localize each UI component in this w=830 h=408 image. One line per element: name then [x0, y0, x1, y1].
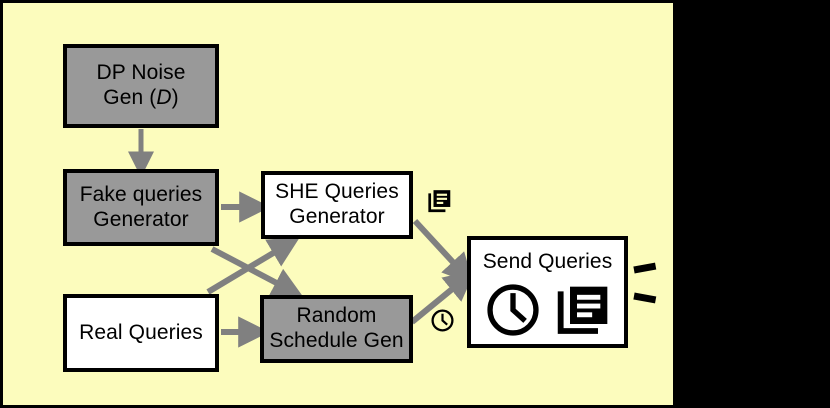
- node-she-queries-generator-line2: Generator: [289, 205, 385, 228]
- documents-icon: [557, 286, 607, 334]
- node-dp-noise-gen-line2-suffix: ): [171, 86, 179, 109]
- node-dp-noise-gen[interactable]: DP Noise Gen (D): [63, 44, 219, 128]
- node-she-queries-generator[interactable]: SHE Queries Generator: [261, 171, 413, 239]
- clock-icon-schedule-output: [430, 308, 455, 333]
- node-random-schedule-gen-line2: Schedule Gen: [269, 329, 404, 352]
- node-fake-queries-generator[interactable]: Fake queries Generator: [63, 169, 219, 246]
- node-random-schedule-gen-line1: Random: [296, 304, 377, 328]
- node-dp-noise-gen-line1: DP Noise: [96, 61, 186, 85]
- node-random-schedule-gen[interactable]: Random Schedule Gen: [260, 295, 413, 363]
- node-fake-queries-generator-line2: Generator: [93, 207, 189, 231]
- edge-sendqueries-outgoing-upper: [633, 254, 701, 274]
- clock-icon: [486, 284, 539, 336]
- node-real-queries[interactable]: Real Queries: [63, 294, 219, 372]
- node-fake-queries-generator-line1: Fake queries: [79, 182, 203, 206]
- node-dp-noise-gen-line2-prefix: Gen (: [103, 86, 157, 109]
- documents-icon-she-output: [427, 188, 453, 214]
- edge-shequeries-to-sendqueries: [412, 218, 474, 285]
- node-send-queries[interactable]: Send Queries: [467, 236, 628, 348]
- node-real-queries-label: Real Queries: [79, 320, 203, 344]
- node-send-queries-label: Send Queries: [482, 250, 613, 273]
- edge-realqueries-to-shequeries: [206, 237, 300, 295]
- node-she-queries-generator-line1: SHE Queries: [275, 180, 399, 204]
- node-send-queries-icon-row: [484, 281, 612, 339]
- node-dp-noise-gen-dataset-symbol: D: [156, 86, 172, 109]
- edge-randomschedule-to-sendqueries: [410, 269, 476, 325]
- node-dp-noise-gen-line2: Gen (D): [103, 86, 178, 111]
- edge-sendqueries-outgoing-lower: [633, 292, 701, 312]
